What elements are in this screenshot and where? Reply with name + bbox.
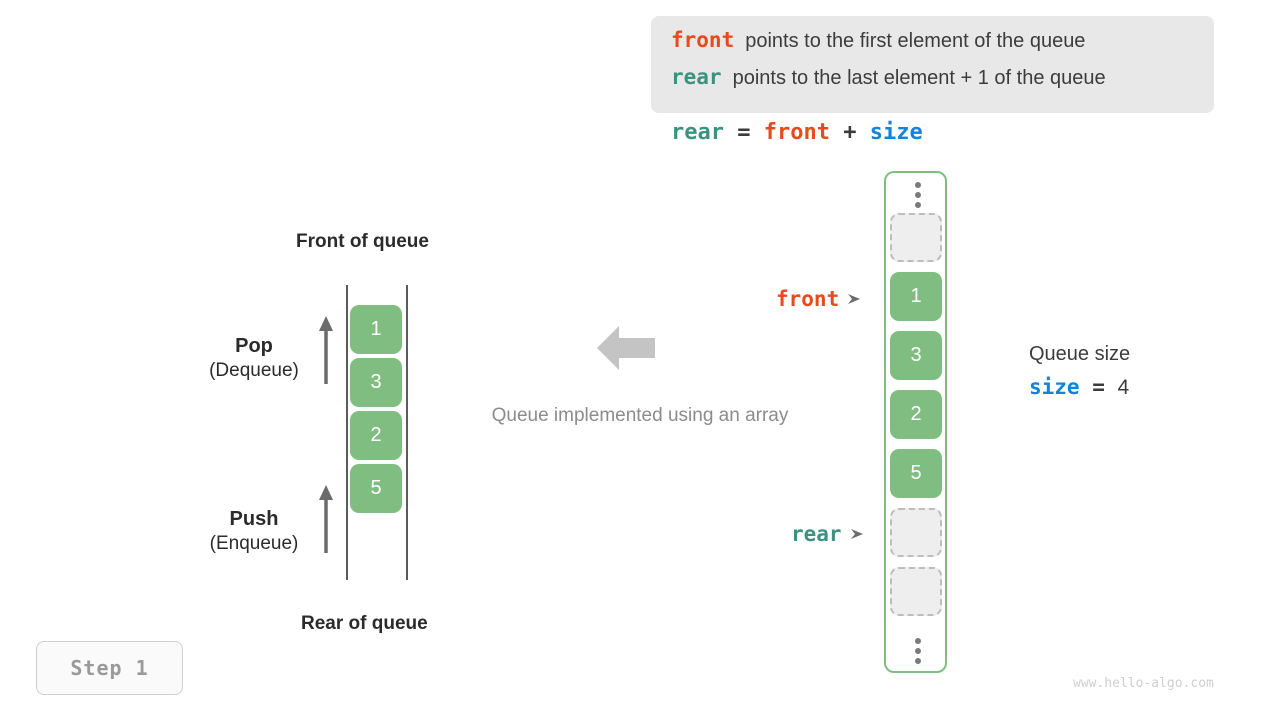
queue-size-title: Queue size <box>1029 343 1131 365</box>
legend-keyword-rear: rear <box>671 65 722 89</box>
queue-cell: 3 <box>350 358 402 407</box>
watermark: www.hello-algo.com <box>1073 676 1214 691</box>
pop-subtitle: (Dequeue) <box>209 360 299 381</box>
queue-cell: 5 <box>350 464 402 513</box>
arrow-left-icon <box>597 326 655 370</box>
pop-operation-label: Pop (Dequeue) <box>196 334 312 383</box>
size-value: 4 <box>1117 376 1130 399</box>
legend-text-rear: points to the last element + 1 of the qu… <box>732 67 1106 89</box>
legend-keyword-front: front <box>671 28 735 52</box>
vertical-ellipsis-icon <box>886 634 949 668</box>
front-of-queue-label: Front of queue <box>296 231 429 252</box>
rear-pointer-label: rear <box>791 522 842 546</box>
push-subtitle: (Enqueue) <box>209 533 299 554</box>
queue-cell: 2 <box>350 411 402 460</box>
queue-cell-stack: 1 3 2 5 <box>350 305 402 517</box>
formula-lhs: rear <box>671 120 724 145</box>
queue-size-info: Queue size size = 4 <box>1029 343 1130 400</box>
pop-title: Pop <box>235 335 273 357</box>
step-badge: Step 1 <box>36 641 183 695</box>
rear-of-queue-label: Rear of queue <box>301 613 428 634</box>
size-variable: size <box>1029 375 1080 399</box>
queue-size-expression: size = 4 <box>1029 375 1130 399</box>
formula-rear-equals-front-plus-size: rear = front + size <box>671 120 923 145</box>
queue-rail-left <box>346 285 348 580</box>
pop-arrow-up-icon <box>319 316 333 384</box>
array-slot-filled: 1 <box>890 272 942 321</box>
push-title: Push <box>229 508 279 530</box>
array-slot-filled: 2 <box>890 390 942 439</box>
queue-rail-right <box>406 285 408 580</box>
array-slot-empty <box>890 567 942 616</box>
formula-size: size <box>869 120 923 145</box>
legend-line-rear: rear points to the last element + 1 of t… <box>671 65 1194 102</box>
formula-front: front <box>763 120 830 145</box>
rear-pointer: rear <box>791 522 864 546</box>
front-pointer-label: front <box>776 287 840 311</box>
vertical-ellipsis-icon <box>886 178 949 212</box>
legend-box: front points to the first element of the… <box>651 16 1214 113</box>
formula-equals: = <box>737 120 751 145</box>
arrow-right-icon <box>848 294 861 304</box>
arrow-right-icon <box>850 529 863 539</box>
legend-line-front: front points to the first element of the… <box>671 28 1194 65</box>
queue-cell: 1 <box>350 305 402 354</box>
push-arrow-up-icon <box>319 485 333 553</box>
array-slot-stack: 1 3 2 5 <box>890 213 942 626</box>
size-equals: = <box>1092 375 1105 399</box>
front-pointer: front <box>776 287 861 311</box>
array-container <box>884 171 947 673</box>
array-slot-filled: 3 <box>890 331 942 380</box>
array-slot-filled: 5 <box>890 449 942 498</box>
push-operation-label: Push (Enqueue) <box>196 507 312 556</box>
center-caption: Queue implemented using an array <box>491 405 789 426</box>
array-slot-empty <box>890 508 942 557</box>
legend-text-front: points to the first element of the queue <box>745 30 1086 52</box>
array-slot-empty <box>890 213 942 262</box>
formula-plus: + <box>843 120 857 145</box>
